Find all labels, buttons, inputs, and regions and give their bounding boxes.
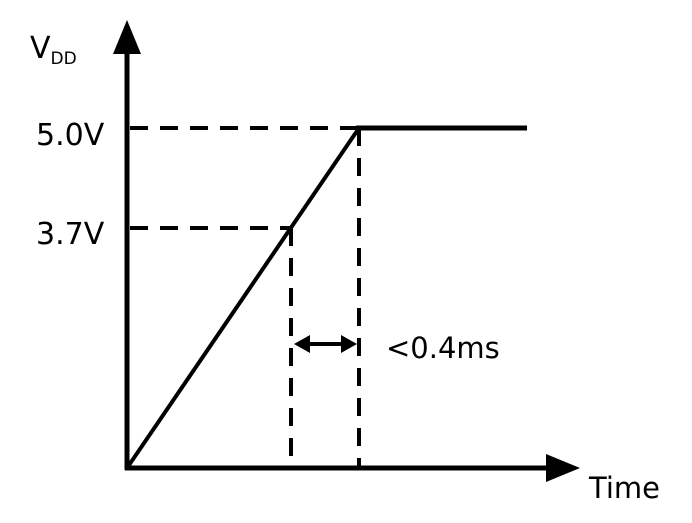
interval-label: <0.4ms [386, 331, 500, 365]
x-axis-label: Time [588, 471, 660, 505]
level-label-threshold: 3.7V [36, 217, 105, 252]
x-axis-arrowhead [546, 454, 580, 482]
y-axis-label-subscript: DD [51, 49, 77, 69]
interval-arrowhead-left [294, 335, 310, 353]
y-axis-label-main: V [30, 31, 51, 66]
y-axis-label: VDD [30, 31, 77, 69]
y-axis-arrowhead [113, 20, 141, 54]
level-label-high: 5.0V [36, 118, 105, 153]
interval-arrowhead-right [341, 335, 357, 353]
vdd-ramp-line [125, 126, 361, 470]
